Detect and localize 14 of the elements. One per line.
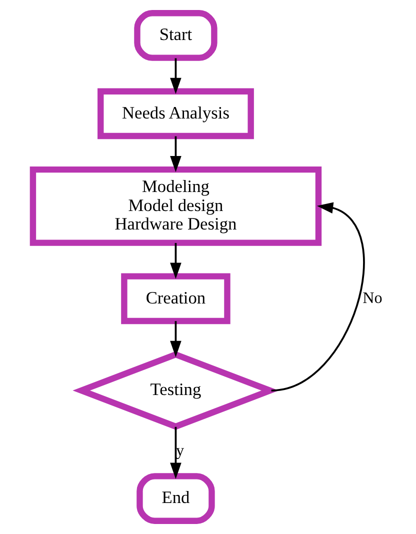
node-box: Modeling Model design Hardware Design (30, 166, 322, 246)
arrow (170, 136, 182, 172)
arrow (170, 58, 182, 94)
node-diamond: Testing (72, 351, 279, 430)
edge-label: No (362, 290, 382, 307)
edge-label: y (176, 442, 184, 460)
node-box: Needs Analysis (98, 88, 254, 140)
node-box: Start (134, 10, 218, 61)
arrow (271, 202, 365, 392)
node-box: Creation (121, 273, 230, 324)
arrow (170, 321, 182, 358)
node-box: End (136, 473, 215, 524)
arrow (170, 426, 182, 479)
arrow (170, 242, 182, 279)
